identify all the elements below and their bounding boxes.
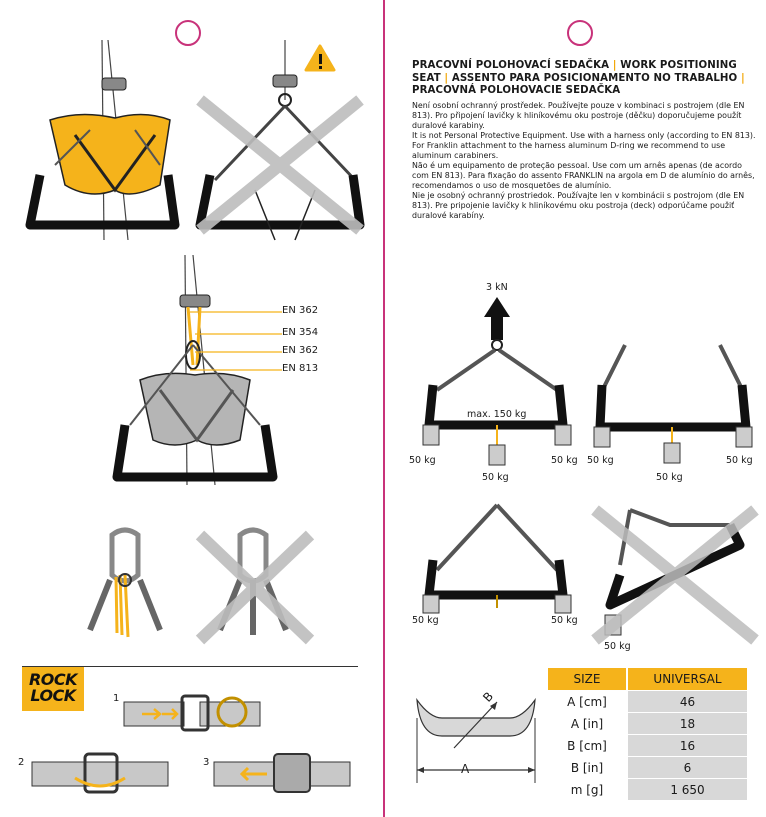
paragraph-en: It is not Personal Protective Equipment.… — [412, 131, 756, 160]
weight-label: 50 kg — [482, 472, 509, 483]
standard-label: EN 362 — [282, 345, 319, 356]
page-divider — [383, 0, 385, 817]
harness-standards-illustration — [112, 254, 278, 486]
dimension-a-label: A — [461, 762, 470, 776]
weight-label: 50 kg — [587, 455, 614, 466]
carabiner-incorrect-illustration — [195, 527, 315, 645]
load-test-illustration — [422, 503, 572, 614]
paragraph-sk: Nie je osobný ochranný prostriedok. Použ… — [412, 191, 745, 220]
table-row: A [cm] 46 — [548, 690, 747, 713]
buckle-step-2-illustration — [31, 752, 169, 794]
page-marker-left — [175, 20, 201, 46]
table-row: m [g] 1 650 — [548, 778, 747, 800]
step-number: 3 — [203, 757, 210, 768]
section-rule — [22, 666, 358, 667]
header-size: SIZE — [548, 668, 628, 691]
incorrect-attachment-illustration — [195, 40, 365, 241]
instructions-text: Není osobní ochranný prostředek. Používe… — [412, 101, 757, 221]
rock-lock-logo: ROCK LOCK — [22, 667, 84, 711]
step-number: 2 — [18, 757, 25, 768]
table-row: B [cm] 16 — [548, 734, 747, 757]
standard-label: EN 813 — [282, 363, 319, 374]
load-test-illustration — [422, 297, 572, 466]
size-table: SIZE UNIVERSAL A [cm] 46 A [in] 18 B [cm… — [548, 668, 747, 800]
standard-label: EN 362 — [282, 305, 319, 316]
weight-label: 50 kg — [551, 455, 578, 466]
table-row: A [in] 18 — [548, 712, 747, 735]
header-universal: UNIVERSAL — [627, 668, 747, 691]
weight-label: 50 kg — [551, 615, 578, 626]
page-marker-right — [567, 20, 593, 46]
incorrect-load-illustration — [591, 505, 759, 645]
carabiner-correct-illustration — [87, 527, 163, 638]
weight-label: 50 kg — [604, 641, 631, 652]
weight-label: 50 kg — [726, 455, 753, 466]
max-load-label: max. 150 kg — [467, 409, 527, 420]
load-test-illustration — [593, 344, 753, 464]
force-label: 3 kN — [486, 282, 508, 293]
weight-label: 50 kg — [412, 615, 439, 626]
paragraph-cs: Není osobní ochranný prostředek. Používe… — [412, 101, 745, 130]
paragraph-pt: Não é um equipamento de proteção pessoal… — [412, 161, 755, 190]
weight-label: 50 kg — [409, 455, 436, 466]
size-table-header: SIZE UNIVERSAL — [548, 668, 747, 691]
seat-with-harness-illustration — [25, 39, 180, 241]
section-title: PRACOVNÍ POLOHOVACÍ SEDAČKA | WORK POSIT… — [412, 60, 745, 96]
buckle-step-3-illustration — [213, 753, 351, 793]
seat-dimensions-illustration — [416, 697, 536, 783]
table-row: B [in] 6 — [548, 756, 747, 779]
step-number: 1 — [113, 693, 120, 704]
weight-label: 50 kg — [656, 472, 683, 483]
standards-leader-lines — [190, 311, 282, 371]
buckle-step-1-illustration — [123, 694, 261, 732]
standard-label: EN 354 — [282, 327, 319, 338]
